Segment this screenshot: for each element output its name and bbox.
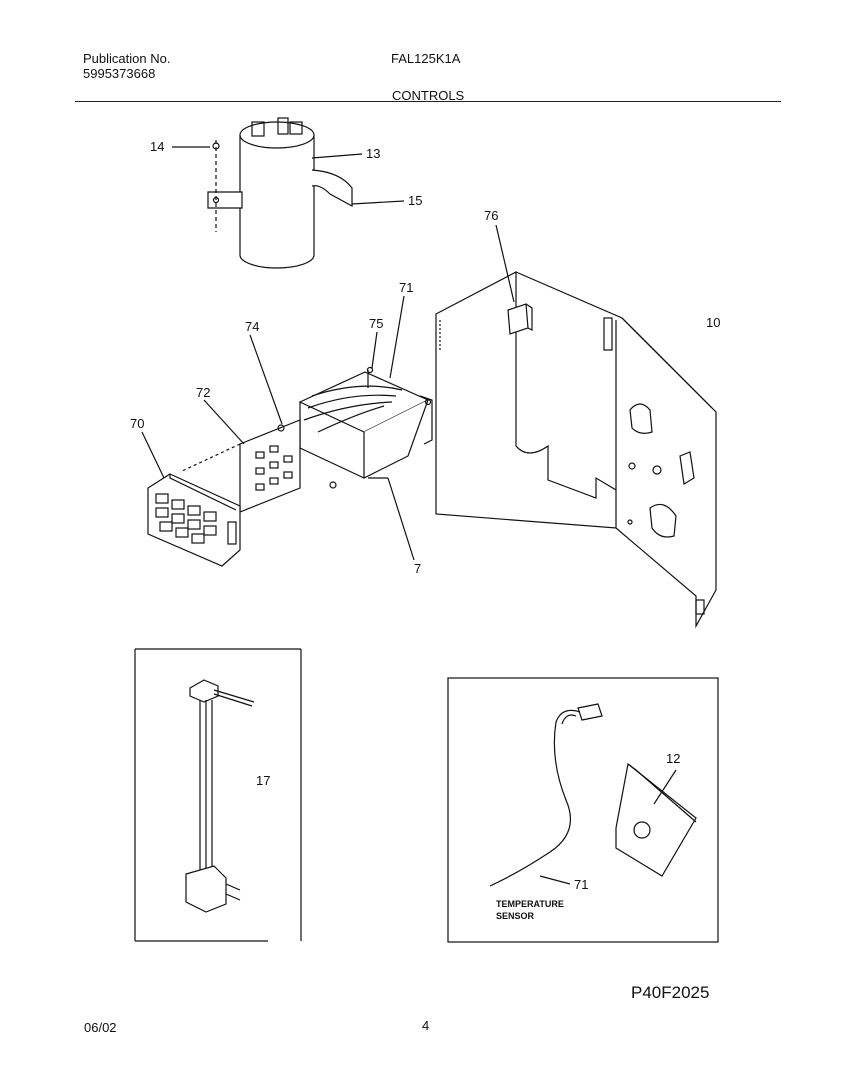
figure-code: P40F2025 bbox=[631, 983, 710, 1002]
callout-71-inset: 71 bbox=[574, 877, 588, 892]
temperature-sensor-inset bbox=[447, 677, 719, 943]
callout-15: 15 bbox=[408, 193, 422, 208]
callout-13: 13 bbox=[366, 146, 380, 161]
callout-71-top: 71 bbox=[399, 280, 413, 295]
control-housing-part bbox=[435, 271, 717, 629]
callout-74: 74 bbox=[245, 319, 259, 334]
model-number: FAL125K1A bbox=[391, 51, 461, 66]
control-box-part bbox=[298, 366, 433, 479]
sensor-label: SENSOR bbox=[496, 911, 535, 921]
publication-number: 5995373668 bbox=[83, 66, 156, 81]
power-cord-inset bbox=[134, 648, 302, 942]
header-divider bbox=[75, 101, 781, 102]
callout-72: 72 bbox=[196, 385, 210, 400]
sensor-clip-part bbox=[507, 303, 533, 335]
callout-70: 70 bbox=[130, 416, 144, 431]
callout-12: 12 bbox=[666, 751, 680, 766]
callout-76: 76 bbox=[484, 208, 498, 223]
callout-7: 7 bbox=[414, 561, 421, 576]
callout-14: 14 bbox=[150, 139, 164, 154]
revision-date: 06/02 bbox=[84, 1020, 117, 1035]
capacitor-part bbox=[207, 117, 353, 269]
callout-17: 17 bbox=[256, 773, 270, 788]
publication-label: Publication No. bbox=[83, 51, 171, 66]
page-number: 4 bbox=[422, 1018, 430, 1033]
temperature-label: TEMPERATURE bbox=[496, 899, 564, 909]
control-panel-part bbox=[147, 473, 241, 567]
section-title: CONTROLS bbox=[392, 88, 465, 103]
callout-75: 75 bbox=[369, 316, 383, 331]
callout-10: 10 bbox=[706, 315, 720, 330]
